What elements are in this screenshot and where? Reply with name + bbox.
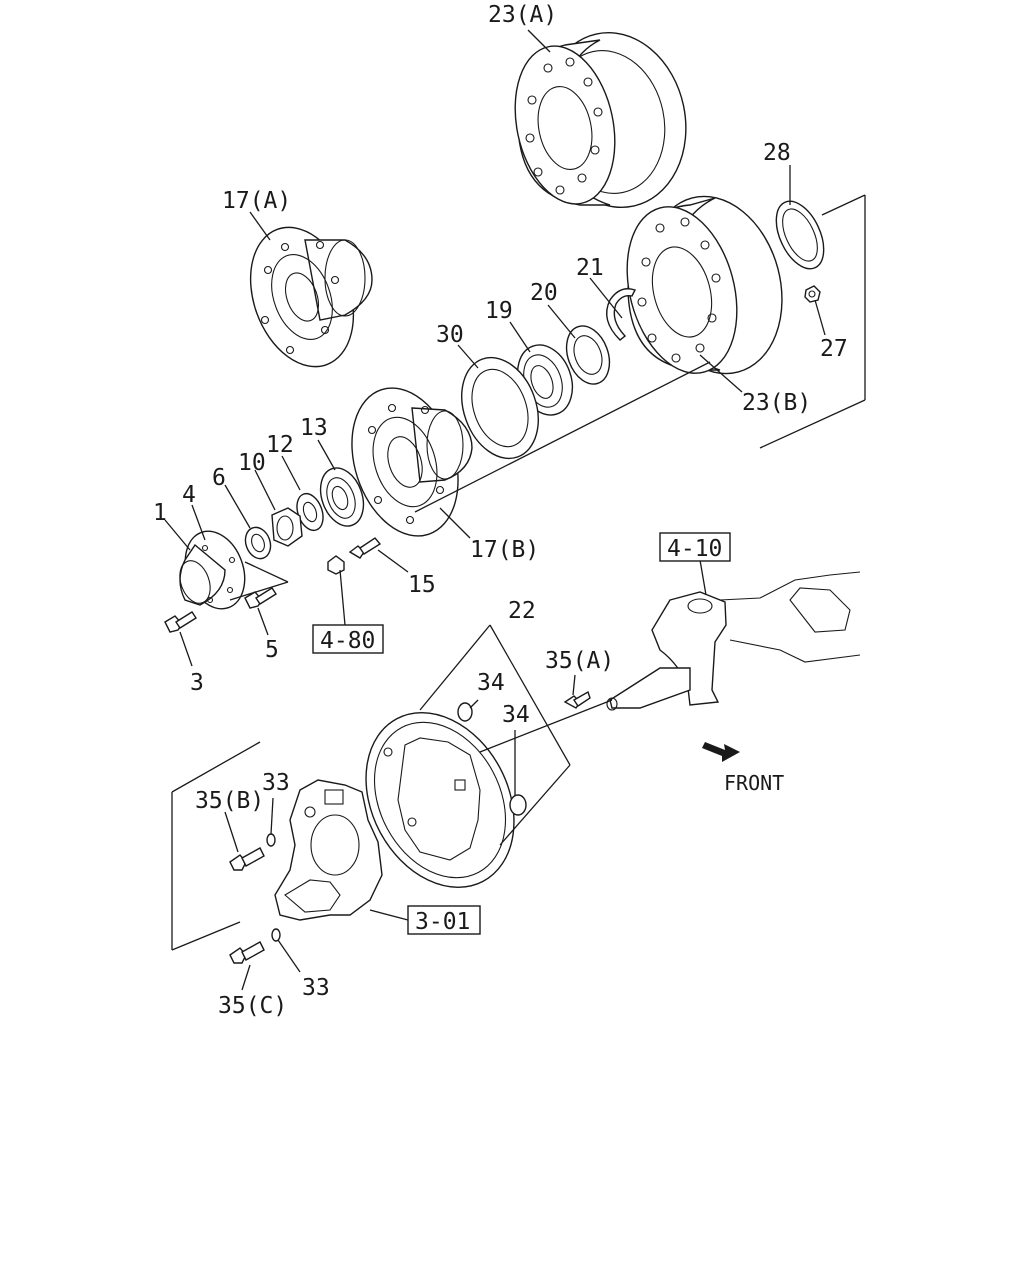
washer-33b <box>271 928 281 942</box>
label-12: 12 <box>266 432 294 458</box>
brake-drum-23b <box>626 195 783 375</box>
label-34a: 34 <box>477 670 505 696</box>
label-23a: 23(A) <box>488 2 557 28</box>
tone-ring-30 <box>461 356 539 460</box>
bolt-35c <box>229 941 265 964</box>
brake-assembly-3-01 <box>274 779 383 921</box>
ref-label-4-10: 4-10 <box>667 536 722 562</box>
label-5: 5 <box>265 637 279 663</box>
label-23b: 23(B) <box>742 390 811 416</box>
label-35c: 35(C) <box>218 993 287 1019</box>
hub-nut-27 <box>804 285 821 303</box>
leader-lines <box>164 29 866 991</box>
ref-box-4-80: 4-80 <box>312 624 384 654</box>
front-arrow-icon <box>702 742 740 762</box>
backing-plate-22 <box>365 712 515 888</box>
label-10: 10 <box>238 450 266 476</box>
ref-box-3-01: 3-01 <box>407 905 481 935</box>
brake-drum-23a <box>514 32 687 208</box>
label-1: 1 <box>153 500 167 526</box>
label-front: FRONT <box>724 771 784 795</box>
label-28: 28 <box>763 140 791 166</box>
ref-box-4-10: 4-10 <box>659 532 731 562</box>
label-13: 13 <box>300 415 328 441</box>
bolt-35b <box>229 847 265 871</box>
wheel-hub-17b <box>351 387 473 537</box>
label-19: 19 <box>485 298 513 324</box>
label-33b: 33 <box>302 975 330 1001</box>
label-33a: 33 <box>262 770 290 796</box>
oil-seal-28 <box>775 200 825 270</box>
stud-bolt-15 <box>348 537 382 559</box>
bolt-3 <box>164 611 197 633</box>
label-17a: 17(A) <box>222 188 291 214</box>
washer-33a <box>266 833 276 847</box>
hub-nut-10 <box>271 507 303 547</box>
axle-knuckle-4-10 <box>606 571 861 711</box>
bearing-13 <box>319 467 365 527</box>
oil-seal-20 <box>565 325 611 385</box>
label-22: 22 <box>508 598 536 624</box>
label-6: 6 <box>212 465 226 491</box>
label-34b: 34 <box>502 702 530 728</box>
bolt-35a <box>563 690 591 709</box>
label-4: 4 <box>182 482 196 508</box>
label-17b: 17(B) <box>470 537 539 563</box>
clip-34a <box>457 702 473 722</box>
clip-34b <box>509 794 527 816</box>
label-35a: 35(A) <box>545 648 614 674</box>
label-20: 20 <box>530 280 558 306</box>
lock-washer-6 <box>244 526 272 560</box>
label-35b: 35(B) <box>195 788 264 814</box>
label-30: 30 <box>436 322 464 348</box>
hub-cap-1 <box>179 530 246 610</box>
label-3: 3 <box>190 670 204 696</box>
nut-4-80 <box>327 555 345 575</box>
label-27: 27 <box>820 336 848 362</box>
snap-ring-21 <box>606 288 636 341</box>
ref-label-3-01: 3-01 <box>415 909 470 935</box>
label-21: 21 <box>576 255 604 281</box>
label-15: 15 <box>408 572 436 598</box>
wheel-hub-17a <box>249 226 373 368</box>
ref-label-4-80: 4-80 <box>320 628 375 654</box>
